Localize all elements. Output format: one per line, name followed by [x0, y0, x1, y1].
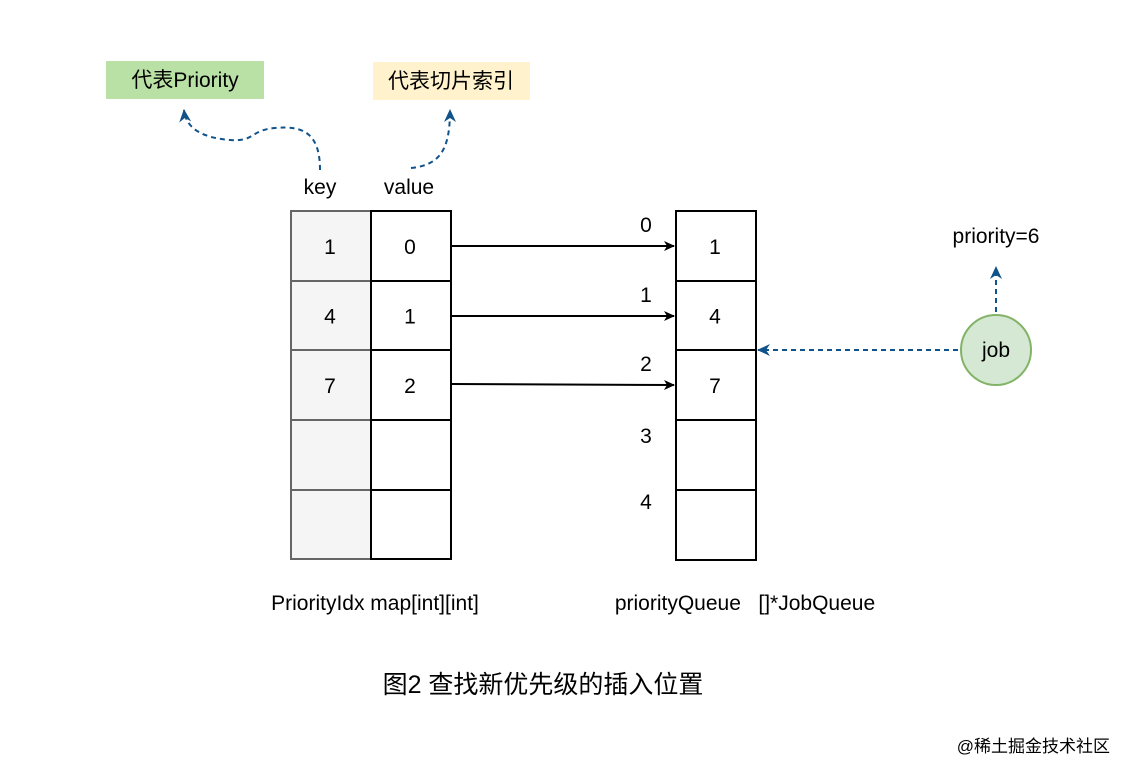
value-cell — [370, 349, 452, 421]
job-label: job — [981, 339, 1010, 362]
mapping-arrow — [451, 379, 675, 390]
value-header: value — [384, 176, 434, 199]
value-cell-text: 0 — [404, 236, 416, 259]
queue-cell — [675, 489, 757, 561]
queue-cell-text: 7 — [709, 375, 721, 398]
priority-idx-caption: PriorityIdx map[int][int] — [271, 592, 479, 615]
queue-cell-text: 1 — [709, 236, 721, 259]
value-cell — [370, 210, 452, 282]
index-note-box — [373, 62, 530, 100]
key-cell — [290, 349, 372, 421]
mapping-arrows — [451, 241, 675, 390]
job-circle — [960, 314, 1032, 386]
queue-index-label: 3 — [640, 425, 652, 448]
value-to-index-note-arrow — [410, 109, 456, 169]
key-cell-text: 7 — [324, 375, 336, 398]
figure-caption: 图2 查找新优先级的插入位置 — [383, 671, 704, 699]
queue-index-label: 4 — [640, 491, 652, 514]
value-cell — [370, 419, 452, 491]
key-cell — [290, 489, 372, 560]
priority-queue-caption: priorityQueue []*JobQueue — [615, 592, 875, 615]
job-priority-label: priority=6 — [953, 225, 1040, 248]
queue-index-label: 1 — [640, 284, 652, 307]
value-cell-text: 2 — [404, 375, 416, 398]
index-note: 代表切片索引 — [373, 62, 530, 100]
queue-index-label: 0 — [640, 214, 652, 237]
key-header: key — [304, 176, 337, 199]
watermark: @稀土掘金技术社区 — [957, 737, 1110, 756]
priority-idx-table: 1 0 4 1 7 2 — [290, 210, 452, 560]
value-cell-text: 1 — [404, 306, 416, 329]
priority-note-box — [106, 61, 264, 99]
priority-note-text: 代表Priority — [131, 69, 239, 92]
key-to-priority-note-arrow — [179, 109, 321, 171]
queue-cell — [675, 210, 757, 282]
key-cell-text: 4 — [324, 306, 336, 329]
job-node: job — [960, 314, 1032, 386]
key-cell-text: 1 — [324, 236, 336, 259]
priority-note: 代表Priority — [106, 61, 264, 99]
queue-index-label: 2 — [640, 353, 652, 376]
queue-cell — [675, 419, 757, 491]
index-note-text: 代表切片索引 — [388, 70, 514, 93]
key-cell — [290, 419, 372, 491]
value-cell — [370, 489, 452, 560]
queue-cell-text: 4 — [709, 306, 721, 329]
